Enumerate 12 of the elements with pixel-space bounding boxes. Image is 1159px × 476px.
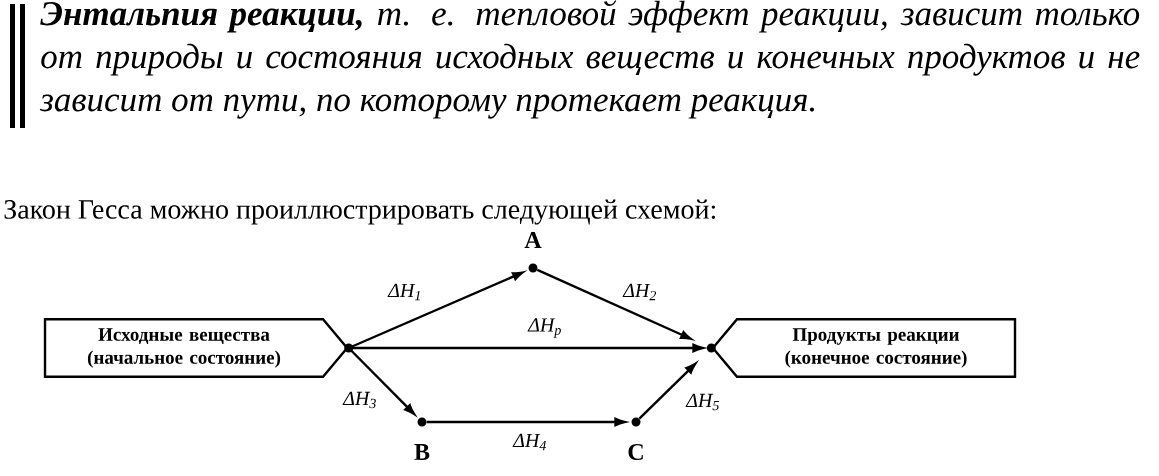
statement-text: Энтальпия реакции, т. е. тепловой эффект реакции, зависит только от природы и состояния исходных веществ и конечных продуктов и не зависит от пути, по которому протекает реакция. [39, 0, 1140, 119]
edge-label: ΔH$_{1}$ [387, 283, 420, 301]
point-letter: B [414, 444, 430, 460]
edge-label: ΔH$_{4}$ [512, 433, 547, 451]
state-box: Продукты реакции (конечное состояние) [706, 318, 1017, 378]
edge-label: ΔH$_{5}$ [685, 393, 719, 411]
arrow [348, 343, 704, 353]
point-letter: C [628, 443, 643, 461]
state-box: Исходные вещества (начальное состояние) [43, 318, 354, 378]
arrow [638, 362, 697, 420]
intro-sentence: Закон Гесса можно проиллюстрировать следующей схемой: [4, 199, 715, 225]
point-letter: A [524, 232, 542, 248]
